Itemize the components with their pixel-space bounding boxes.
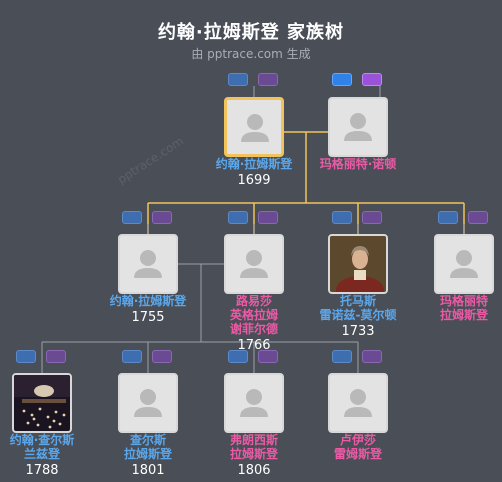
- person-name[interactable]: 卢伊莎雷姆斯登: [305, 433, 411, 461]
- person-placeholder-icon: [240, 389, 268, 417]
- parents-expand-button[interactable]: [332, 73, 352, 86]
- person-name[interactable]: 约翰·拉姆斯登: [95, 294, 201, 308]
- person-name-line: 雷诺兹-莫尔顿: [319, 308, 397, 322]
- person-name-line: 卢伊莎: [339, 433, 376, 447]
- spouse-expand-button[interactable]: [362, 350, 382, 363]
- portrait-painting-image: [330, 236, 386, 292]
- person-name[interactable]: 弗朗西斯拉姆斯登: [201, 433, 307, 461]
- person-card[interactable]: [328, 373, 388, 433]
- person-birth-year: 1788: [25, 463, 59, 478]
- person-name-line: 英格拉姆: [229, 308, 278, 322]
- spouse-expand-button[interactable]: [258, 73, 278, 86]
- person-placeholder-icon: [134, 389, 162, 417]
- person-placeholder-icon: [344, 389, 372, 417]
- parents-expand-button[interactable]: [16, 350, 36, 363]
- person-name[interactable]: 玛格丽特拉姆斯登: [411, 294, 502, 322]
- person-placeholder-icon: [450, 250, 478, 278]
- parents-expand-button[interactable]: [228, 211, 248, 224]
- person-card[interactable]: [328, 97, 388, 157]
- spouse-expand-button[interactable]: [362, 73, 382, 86]
- page-title: 约翰·拉姆斯登 家族树: [157, 22, 345, 43]
- parents-expand-button[interactable]: [228, 73, 248, 86]
- spouse-expand-button[interactable]: [468, 211, 488, 224]
- parents-expand-button[interactable]: [438, 211, 458, 224]
- person-name-line: 谢菲尔德: [229, 322, 278, 336]
- parents-expand-button[interactable]: [228, 350, 248, 363]
- person-name[interactable]: 约翰·查尔斯兰兹登: [0, 433, 95, 461]
- concert-hall-image: [14, 375, 70, 431]
- spouse-expand-button[interactable]: [46, 350, 66, 363]
- person-birth-year: 1733: [341, 324, 375, 339]
- person-placeholder-icon: [134, 250, 162, 278]
- spouse-expand-button[interactable]: [152, 350, 172, 363]
- person-name-line: 托马斯: [339, 294, 376, 308]
- person-name[interactable]: 路易莎英格拉姆谢菲尔德: [201, 294, 307, 336]
- person-name[interactable]: 托马斯雷诺兹-莫尔顿: [305, 294, 411, 322]
- person-birth-year: 1699: [237, 173, 271, 188]
- person-name-line: 约翰·拉姆斯登: [215, 157, 293, 171]
- person-card[interactable]: [224, 373, 284, 433]
- person-name-line: 拉姆斯登: [229, 447, 278, 461]
- person-card[interactable]: [118, 373, 178, 433]
- person-name-line: 拉姆斯登: [123, 447, 172, 461]
- person-name-line: 玛格丽特: [439, 294, 488, 308]
- person-placeholder-icon: [344, 113, 372, 141]
- person-birth-year: 1766: [237, 338, 271, 353]
- person-card[interactable]: [12, 373, 72, 433]
- spouse-expand-button[interactable]: [152, 211, 172, 224]
- person-name-line: 路易莎: [235, 294, 272, 308]
- person-card[interactable]: [224, 234, 284, 294]
- parents-expand-button[interactable]: [332, 211, 352, 224]
- parents-expand-button[interactable]: [332, 350, 352, 363]
- person-birth-year: 1806: [237, 463, 271, 478]
- person-name[interactable]: 玛格丽特·诺顿: [305, 157, 411, 171]
- person-name-line: 玛格丽特·诺顿: [319, 157, 397, 171]
- person-birth-year: 1755: [131, 310, 165, 325]
- person-name[interactable]: 约翰·拉姆斯登: [201, 157, 307, 171]
- spouse-expand-button[interactable]: [258, 350, 278, 363]
- spouse-expand-button[interactable]: [258, 211, 278, 224]
- selected-person-card[interactable]: [224, 97, 284, 157]
- person-name-line: 弗朗西斯: [229, 433, 278, 447]
- page-subtitle: 由 pptrace.com 生成: [191, 47, 311, 61]
- parents-expand-button[interactable]: [122, 350, 142, 363]
- person-name-line: 约翰·查尔斯: [9, 433, 75, 447]
- person-placeholder-icon: [241, 114, 269, 142]
- person-birth-year: 1801: [131, 463, 165, 478]
- person-name-line: 雷姆斯登: [333, 447, 382, 461]
- person-name-line: 兰兹登: [23, 447, 60, 461]
- person-name-line: 查尔斯: [129, 433, 166, 447]
- parents-expand-button[interactable]: [122, 211, 142, 224]
- person-card[interactable]: [118, 234, 178, 294]
- person-name-line: 拉姆斯登: [439, 308, 488, 322]
- person-name-line: 约翰·拉姆斯登: [109, 294, 187, 308]
- person-placeholder-icon: [240, 250, 268, 278]
- person-card[interactable]: [434, 234, 494, 294]
- spouse-expand-button[interactable]: [362, 211, 382, 224]
- person-card[interactable]: [328, 234, 388, 294]
- person-name[interactable]: 查尔斯拉姆斯登: [95, 433, 201, 461]
